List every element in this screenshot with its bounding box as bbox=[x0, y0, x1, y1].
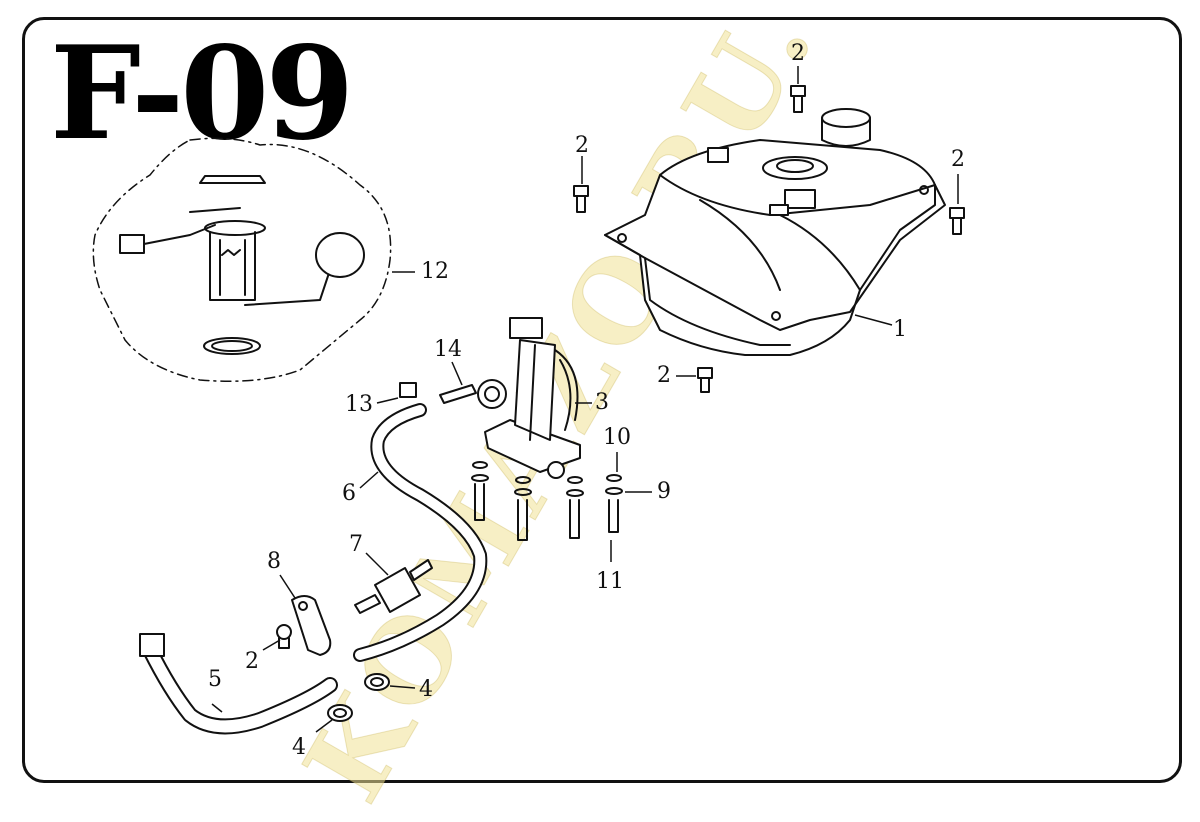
hose-clip-13 bbox=[399, 382, 417, 398]
callout-10: 10 bbox=[603, 425, 631, 450]
bolt-2-mid bbox=[697, 367, 713, 393]
callout-12: 12 bbox=[421, 259, 449, 284]
leader-lines bbox=[211, 66, 959, 733]
callout-2-left: 2 bbox=[575, 133, 589, 158]
callout-3: 3 bbox=[595, 390, 609, 415]
callout-6: 6 bbox=[342, 481, 356, 506]
diagram-frame bbox=[22, 17, 1182, 783]
callout-2-top: 2 bbox=[791, 41, 805, 66]
callout-7: 7 bbox=[349, 532, 363, 557]
parts-drawing bbox=[92, 66, 965, 735]
callout-2-right: 2 bbox=[951, 147, 965, 172]
bracket-8 bbox=[291, 595, 332, 656]
callout-1: 1 bbox=[893, 317, 907, 342]
callout-14: 14 bbox=[434, 337, 462, 362]
callout-9: 9 bbox=[657, 479, 671, 504]
hose-clamp-4b bbox=[327, 704, 353, 722]
callout-8: 8 bbox=[267, 549, 281, 574]
callout-2-bottom: 2 bbox=[245, 649, 259, 674]
bolt-2-bottom bbox=[276, 624, 292, 649]
callout-11: 11 bbox=[596, 569, 624, 594]
fuel-pump-inset bbox=[92, 137, 392, 382]
outlet-fitting bbox=[439, 379, 507, 409]
callout-4a: 4 bbox=[419, 677, 433, 702]
page-title: F-09 bbox=[50, 19, 354, 169]
fuel-tank bbox=[604, 108, 946, 356]
washers-screws bbox=[471, 461, 623, 541]
callout-2-mid: 2 bbox=[657, 363, 671, 388]
fuel-hose-6 bbox=[353, 403, 488, 662]
bolt-2-left bbox=[573, 185, 589, 213]
bolt-2-right bbox=[949, 207, 965, 235]
callout-4b: 4 bbox=[292, 735, 306, 760]
callout-5: 5 bbox=[208, 667, 222, 692]
hose-clamp-4a bbox=[364, 673, 390, 691]
fuel-filter bbox=[354, 559, 433, 614]
fuel-hose-5 bbox=[139, 633, 338, 735]
fuel-pump-assembly bbox=[484, 317, 581, 479]
bolt-2-top bbox=[790, 85, 806, 113]
callout-13: 13 bbox=[345, 392, 373, 417]
